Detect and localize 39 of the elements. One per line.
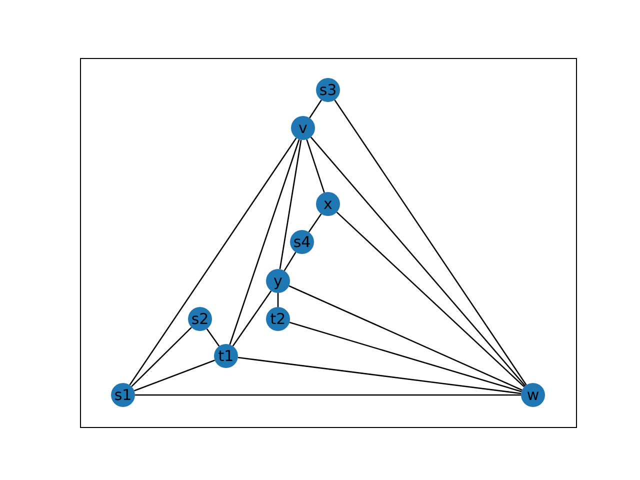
graph-node (266, 307, 290, 331)
graph-node (266, 269, 290, 293)
edge-line (334, 100, 527, 386)
edge-line (309, 100, 322, 118)
node-label: s1 (114, 388, 132, 402)
node-label: t2 (270, 312, 286, 326)
edge-line (336, 212, 525, 388)
graph-node (111, 383, 135, 407)
edge-line (289, 322, 522, 392)
edge-line (310, 136, 526, 386)
graph-node (316, 78, 340, 102)
node-label: s2 (191, 312, 209, 326)
graph-node (290, 230, 314, 254)
edge-line (277, 293, 279, 307)
edge-line (135, 394, 521, 396)
edge-line (232, 290, 272, 347)
edge-line (306, 139, 325, 193)
edge-line (129, 138, 297, 386)
edge-line (229, 139, 300, 345)
graph-node (521, 383, 545, 407)
node-label: x (324, 196, 332, 212)
node-label: t1 (218, 348, 234, 364)
edge-line (238, 356, 522, 394)
edge-line (206, 328, 220, 347)
node-label: y (274, 274, 282, 288)
graph-node (214, 344, 238, 368)
graph-node (188, 307, 212, 331)
edge-line (284, 252, 296, 272)
graph-node (291, 116, 315, 140)
edge-line (131, 326, 192, 388)
edge-line (288, 285, 522, 391)
graph-node (316, 192, 340, 216)
node-label: s3 (319, 82, 337, 98)
node-label: s4 (293, 234, 311, 250)
edge-line (308, 214, 322, 232)
edge-line (134, 360, 215, 392)
node-label: v (298, 120, 308, 136)
node-label: w (526, 388, 540, 402)
edge-line (279, 140, 302, 270)
